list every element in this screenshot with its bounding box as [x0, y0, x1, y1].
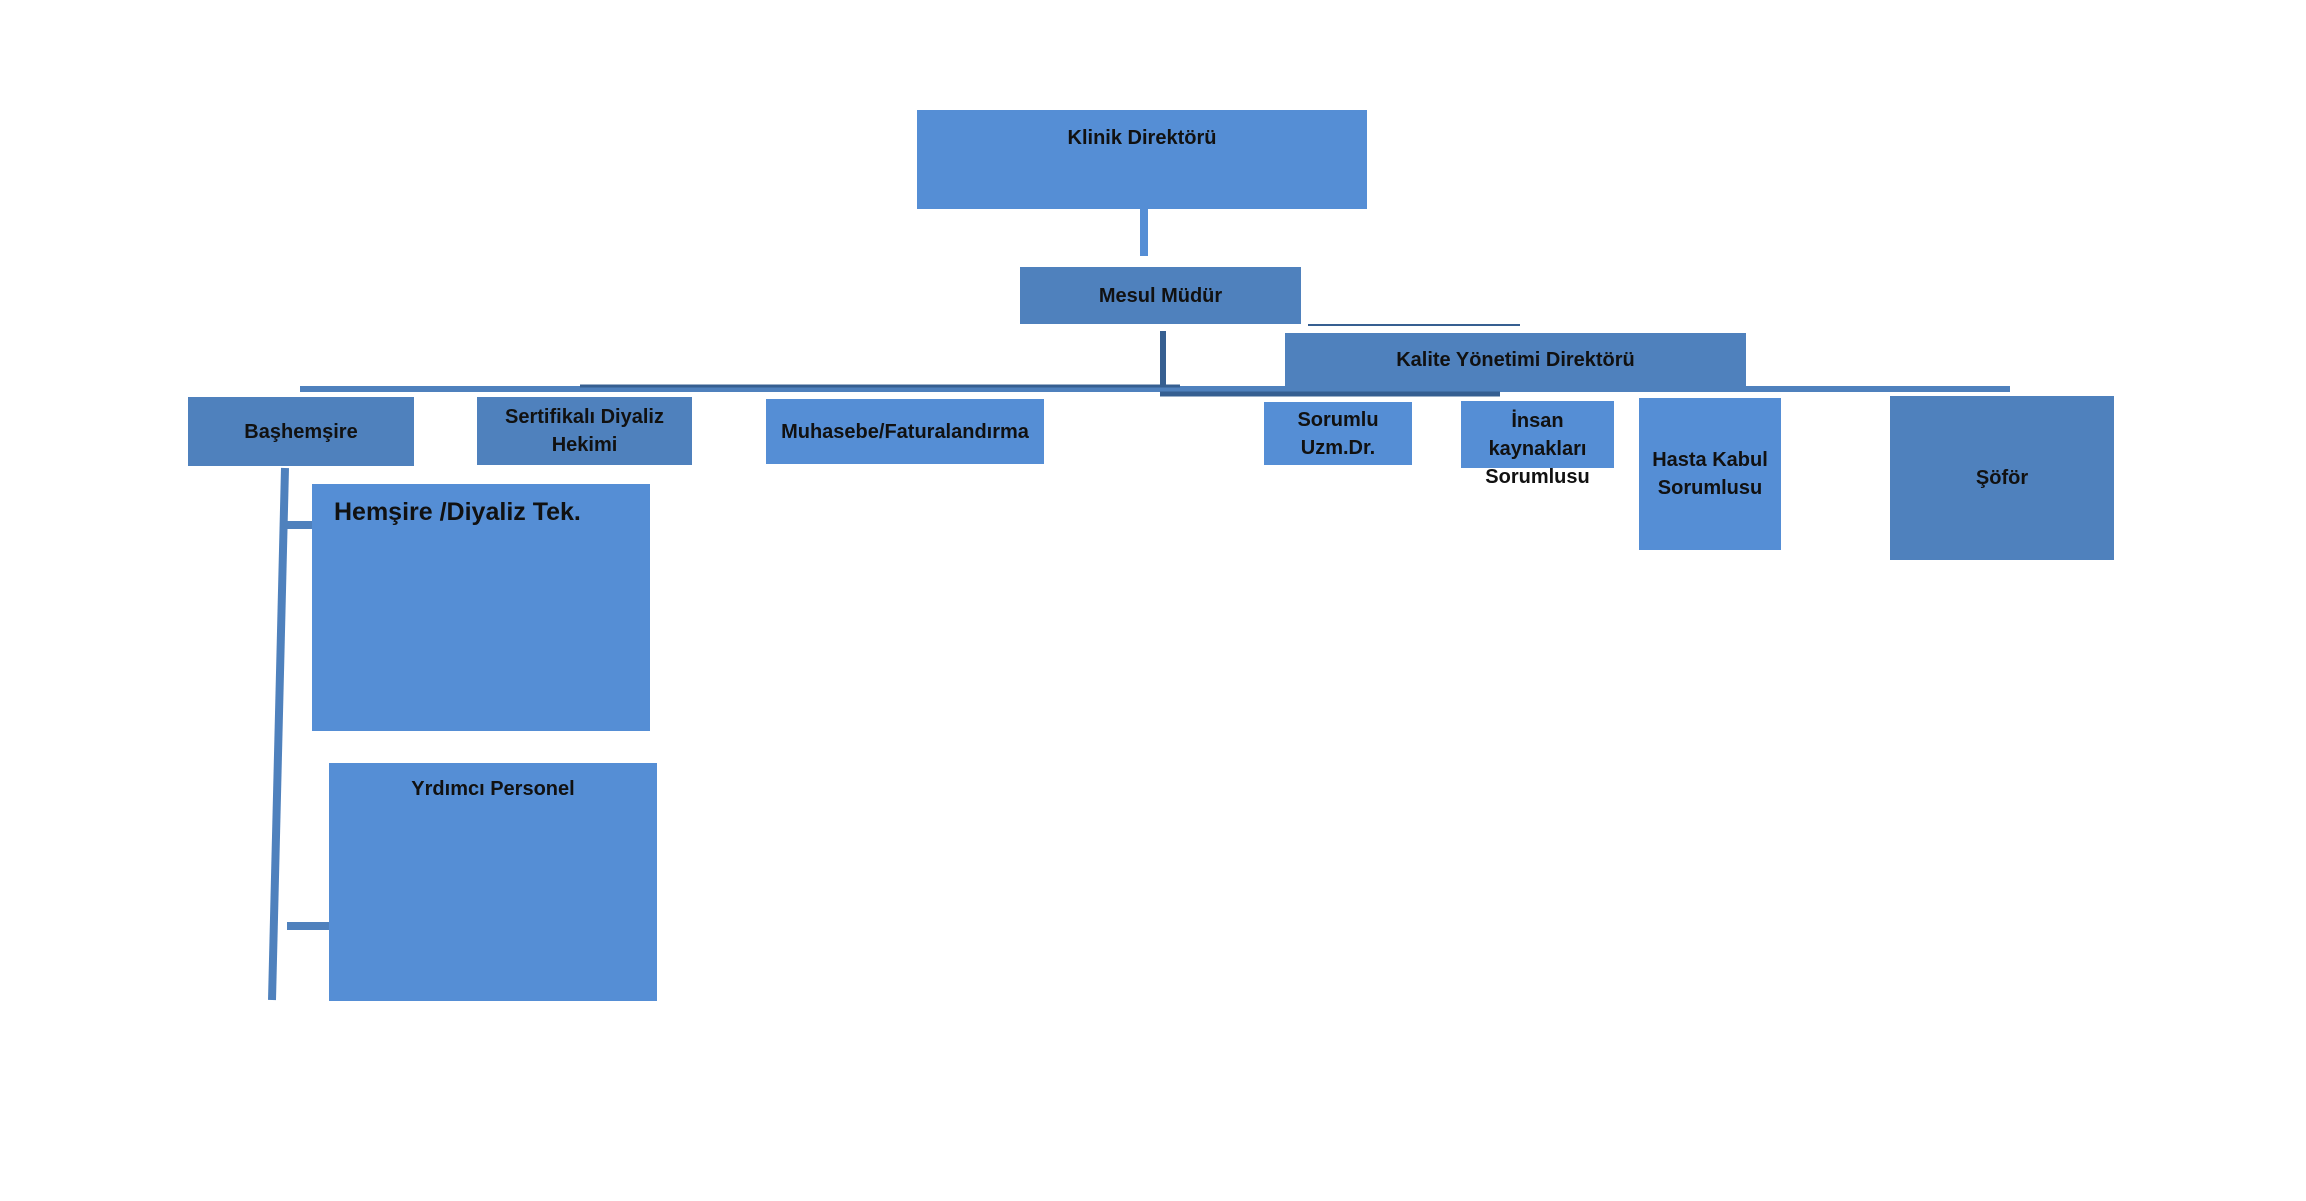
connector-bashemsire-trunk: [268, 467, 289, 1001]
hemsire-diyaliz-tek-box: Hemşire /Diyaliz Tek.: [312, 484, 650, 731]
sofor-label: Şöför: [1975, 467, 2029, 489]
bashemsire-box: Başhemşire: [188, 397, 414, 466]
sorumlu-uzm-dr-label: Sorumlu Uzm.Dr.: [1297, 408, 1379, 459]
sorumlu-uzm-dr-box: Sorumlu Uzm.Dr.: [1264, 402, 1412, 465]
hasta-kabul-sorumlusu-label: Hasta Kabul Sorumlusu: [1652, 449, 1768, 499]
sertifikali-diyaliz-hekimi-label: Sertifikalı Diyaliz Hekimi: [505, 406, 664, 456]
kalite-yonetimi-direktoru-box: Kalite Yönetimi Direktörü: [1285, 333, 1746, 386]
sertifikali-diyaliz-hekimi-box: Sertifikalı Diyaliz Hekimi: [477, 397, 692, 465]
klinik-direktoru-box: Klinik Direktörü: [917, 110, 1367, 209]
bashemsire-label: Başhemşire: [244, 420, 358, 443]
muhasebe-faturalandirma-label: Muhasebe/Faturalandırma: [781, 420, 1029, 443]
kalite-yonetimi-direktoru-label: Kalite Yönetimi Direktörü: [1396, 348, 1635, 371]
muhasebe-faturalandirma-box: Muhasebe/Faturalandırma: [766, 399, 1044, 464]
insan-kaynaklari-sorumlusu-label: İnsan kaynakları Sorumlusu: [1485, 410, 1590, 488]
sofor-box: Şöför: [1890, 396, 2114, 560]
yardimci-personel-label: Yrdımcı Personel: [411, 778, 575, 800]
klinik-direktoru-label: Klinik Direktörü: [1067, 127, 1217, 149]
mesul-mudur-label: Mesul Müdür: [1098, 284, 1223, 307]
hemsire-diyaliz-tek-label: Hemşire /Diyaliz Tek.: [334, 498, 581, 526]
mesul-mudur-box: Mesul Müdür: [1020, 267, 1301, 324]
hasta-kabul-sorumlusu-box: Hasta Kabul Sorumlusu: [1639, 398, 1781, 550]
yardimci-personel-box: Yrdımcı Personel: [329, 763, 657, 1001]
insan-kaynaklari-sorumlusu-box: İnsan kaynakları Sorumlusu: [1461, 401, 1614, 488]
